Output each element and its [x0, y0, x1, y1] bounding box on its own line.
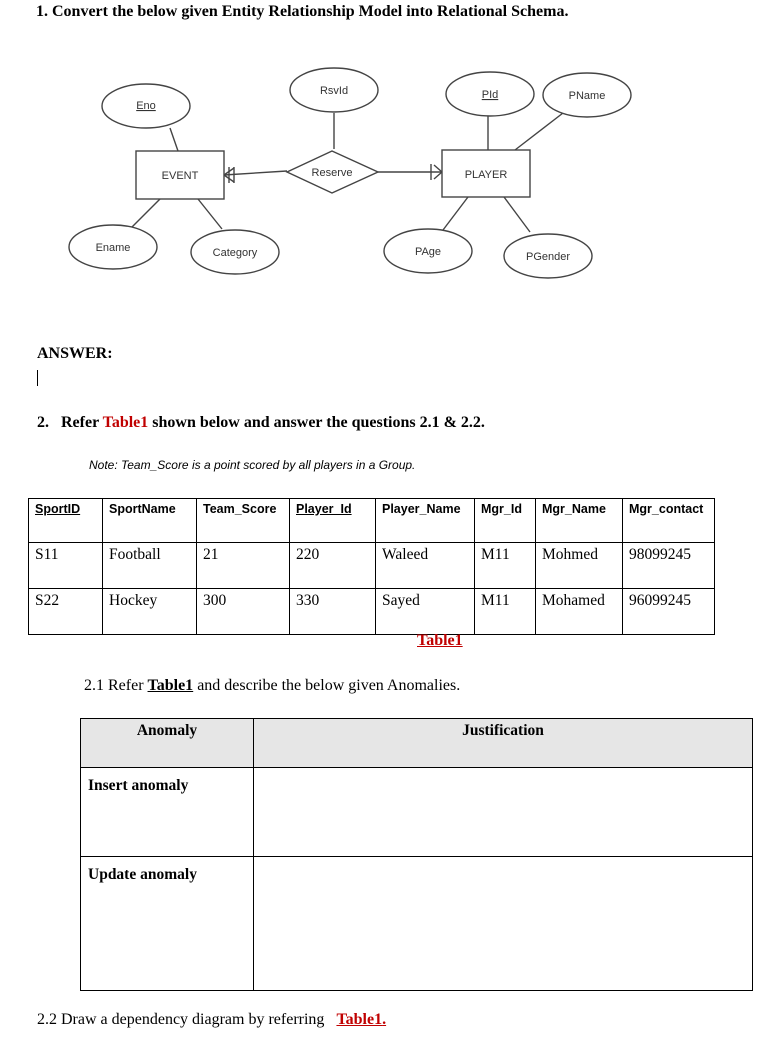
justification-cell-update[interactable]: [253, 856, 753, 991]
table1-header-row: SportID SportName Team_Score Player_Id P…: [28, 498, 715, 543]
question-2-heading: 2. Refer Table1 shown below and answer t…: [37, 414, 485, 432]
table1-header-sportname: SportName: [102, 498, 197, 543]
anomaly-table: Anomaly Justification Insert anomaly Upd…: [80, 718, 753, 991]
attr-pid: PId: [482, 89, 499, 101]
anomaly-table-header-row: Anomaly Justification: [80, 718, 753, 768]
question-2-table-ref: Table1: [102, 414, 149, 431]
attr-pgender: PGender: [526, 251, 570, 263]
table-row: Update anomaly: [80, 856, 753, 991]
table1-cell: M11: [474, 542, 536, 589]
table1-cell: Sayed: [375, 588, 475, 635]
relationship-reserve: Reserve: [312, 167, 353, 179]
table1-header-team-score: Team_Score: [196, 498, 290, 543]
anomaly-cell-update: Update anomaly: [80, 856, 254, 991]
table1-cell: 21: [196, 542, 290, 589]
attr-pname: PName: [569, 90, 606, 102]
anomaly-header: Anomaly: [80, 718, 254, 768]
table1-cell: 330: [289, 588, 376, 635]
question-2-1-suffix: and describe the below given Anomalies.: [193, 677, 461, 694]
table1-cell: 300: [196, 588, 290, 635]
table1-cell: Football: [102, 542, 197, 589]
er-diagram: Eno RsvId PId PName Ename Category PAge …: [68, 67, 632, 279]
answer-label: ANSWER:: [37, 345, 113, 362]
attr-page: PAge: [415, 246, 441, 258]
table1-header-sportid: SportID: [28, 498, 103, 543]
table1-caption: Table1: [417, 632, 463, 649]
question-2-1-table-ref: Table1: [147, 677, 194, 694]
entity-event: EVENT: [162, 170, 199, 182]
attr-eno: Eno: [136, 100, 156, 112]
question-2-2: 2.2 Draw a dependency diagram by referri…: [37, 1011, 386, 1029]
table1-cell: S22: [28, 588, 103, 635]
question-1-heading: 1. Convert the below given Entity Relati…: [36, 3, 569, 20]
question-2-1: 2.1 Refer Table1 and describe the below …: [84, 677, 460, 695]
text-cursor[interactable]: [37, 370, 38, 386]
table1-header-mgr-name: Mgr_Name: [535, 498, 623, 543]
attr-category: Category: [213, 247, 258, 259]
table1-cell: S11: [28, 542, 103, 589]
question-2-2-prefix: 2.2 Draw a dependency diagram by referri…: [37, 1011, 337, 1028]
table1-cell: Mohmed: [535, 542, 623, 589]
table1-cell: 220: [289, 542, 376, 589]
table1-cell: 96099245: [622, 588, 715, 635]
question-2-1-prefix: 2.1 Refer: [84, 677, 148, 694]
table1-cell: Mohamed: [535, 588, 623, 635]
table-row: S11 Football 21 220 Waleed M11 Mohmed 98…: [28, 542, 715, 589]
table1-header-player-id: Player_Id: [289, 498, 376, 543]
anomaly-cell-insert: Insert anomaly: [80, 767, 254, 857]
question-2-2-suffix: .: [382, 1011, 387, 1028]
note-text: Note: Team_Score is a point scored by al…: [89, 458, 416, 472]
table1-cell: Waleed: [375, 542, 475, 589]
table1-cell: 98099245: [622, 542, 715, 589]
table-row: S22 Hockey 300 330 Sayed M11 Mohamed 960…: [28, 588, 715, 635]
justification-cell-insert[interactable]: [253, 767, 753, 857]
question-2-suffix: shown below and answer the questions 2.1…: [148, 414, 485, 431]
attr-ename: Ename: [96, 242, 131, 254]
question-2-2-table-ref: Table1: [336, 1011, 383, 1028]
justification-header: Justification: [253, 718, 753, 768]
table1-header-mgr-contact: Mgr_contact: [622, 498, 715, 543]
question-2-prefix: 2. Refer: [37, 414, 103, 431]
table1: SportID SportName Team_Score Player_Id P…: [28, 498, 715, 635]
table1-header-mgr-id: Mgr_Id: [474, 498, 536, 543]
table1-cell: Hockey: [102, 588, 197, 635]
attr-rsvid: RsvId: [320, 85, 348, 97]
table1-header-player-name: Player_Name: [375, 498, 475, 543]
table1-cell: M11: [474, 588, 536, 635]
entity-player: PLAYER: [465, 169, 508, 181]
table-row: Insert anomaly: [80, 767, 753, 857]
